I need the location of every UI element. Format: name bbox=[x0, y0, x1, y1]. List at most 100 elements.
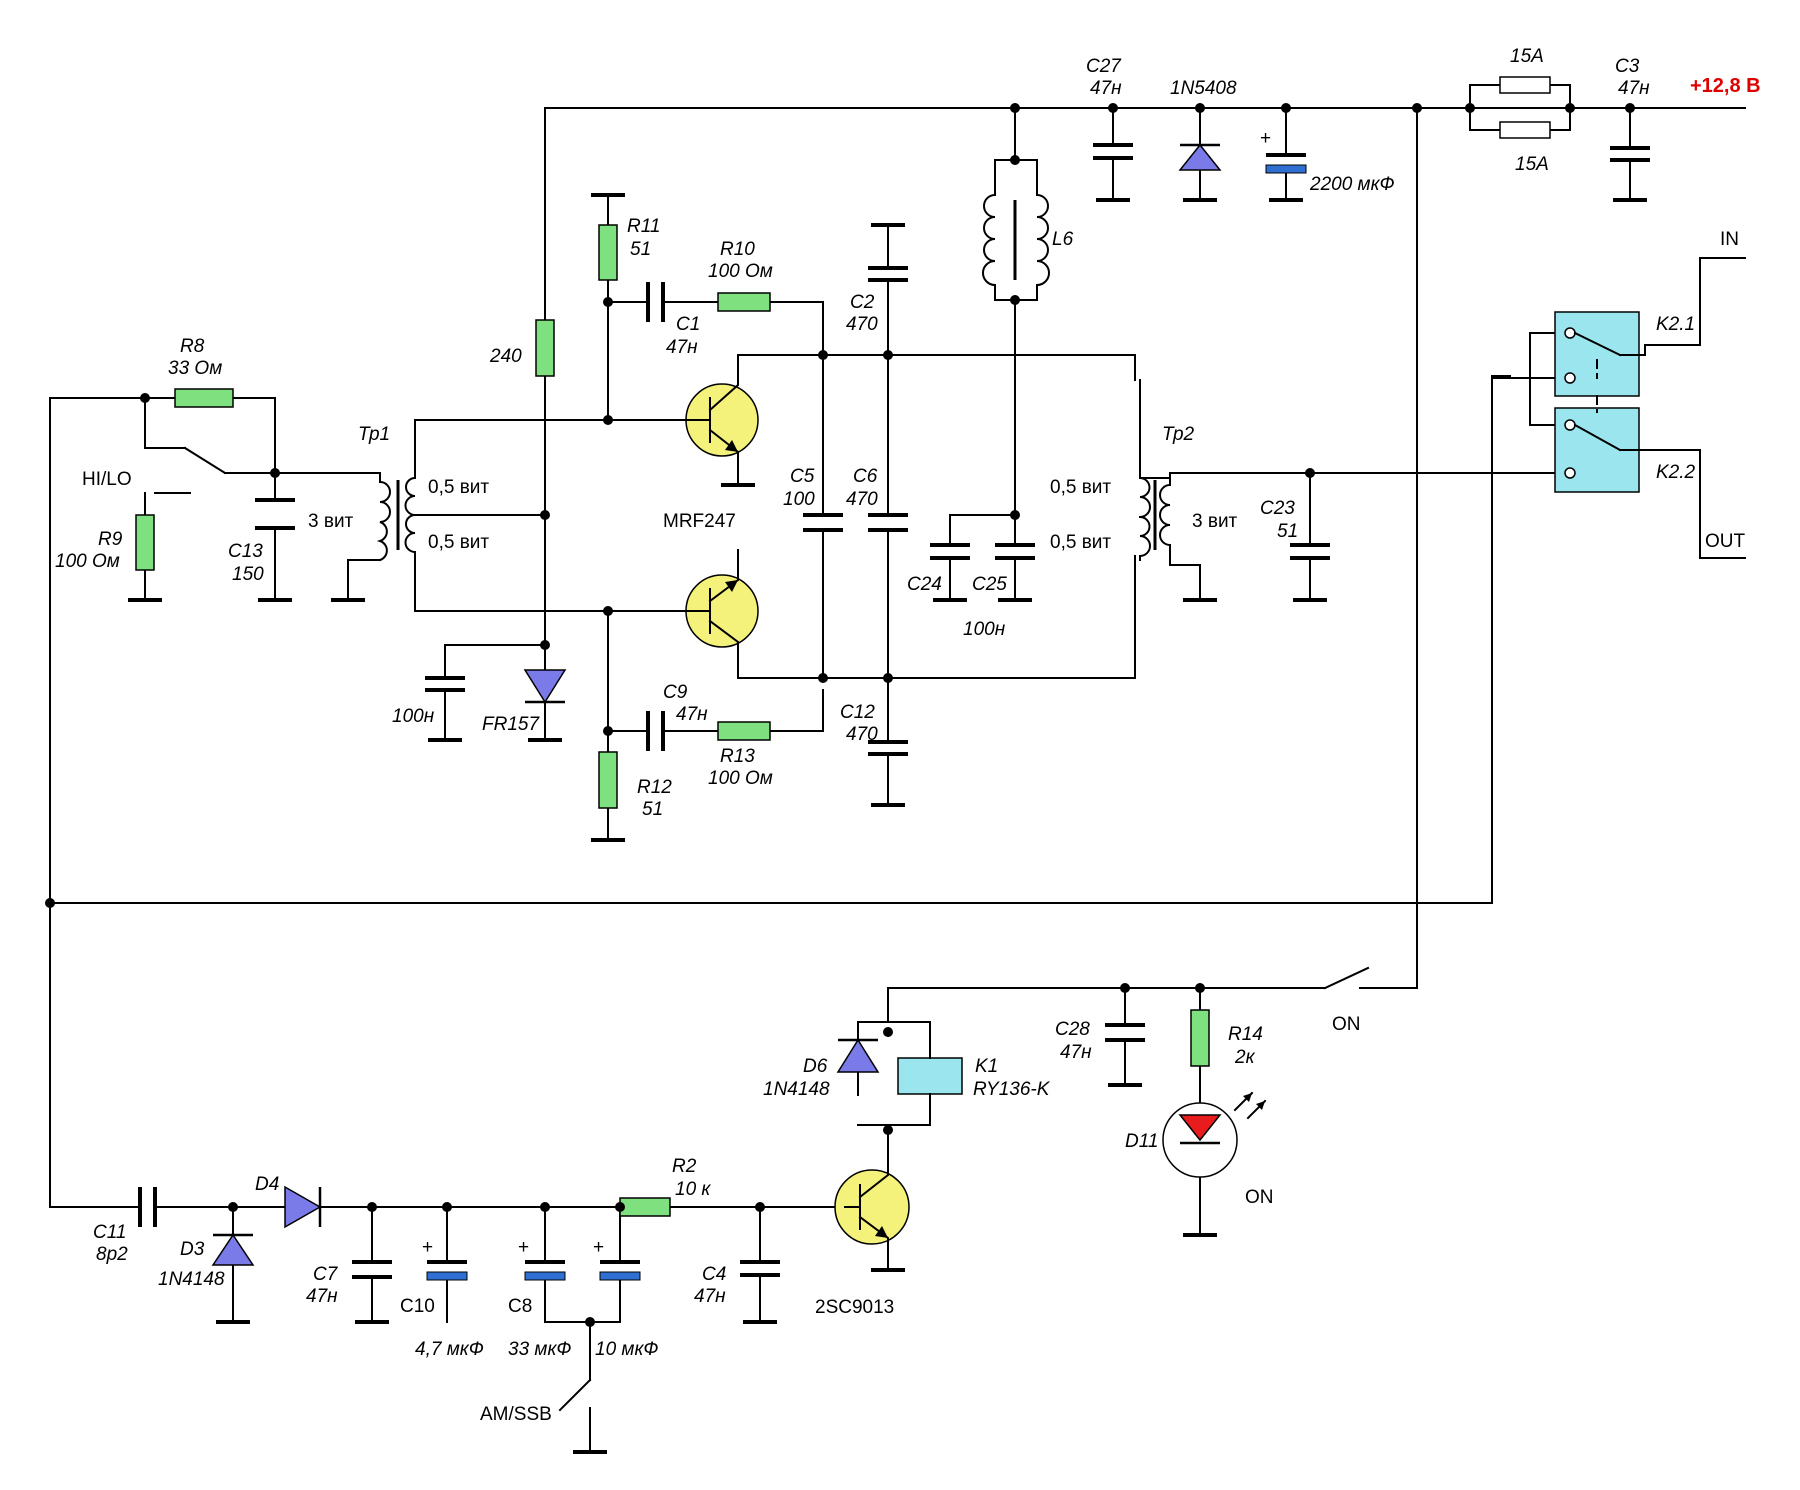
capacitor-c28 bbox=[1105, 1023, 1145, 1042]
tp2-prim2: 0,5 вит bbox=[1050, 532, 1111, 553]
r13-name: R13 bbox=[720, 746, 755, 767]
resistor-r12 bbox=[598, 751, 618, 809]
r13-value: 100 Ом bbox=[708, 768, 773, 789]
fuse-bottom bbox=[1499, 121, 1551, 139]
resistor-240 bbox=[535, 319, 555, 377]
resistor-r13 bbox=[717, 721, 771, 741]
r2-value: 10 к bbox=[675, 1179, 711, 1200]
hilo-label: HI/LO bbox=[82, 469, 132, 490]
fuse-top bbox=[1499, 76, 1551, 94]
amssb-label: AM/SSB bbox=[480, 1404, 552, 1425]
r8-value: 33 Ом bbox=[168, 358, 222, 379]
tp1-primary-coil bbox=[376, 480, 391, 562]
l6-name: L6 bbox=[1052, 229, 1074, 250]
c4-value: 47н bbox=[694, 1286, 726, 1307]
capacitor-c6 bbox=[868, 513, 908, 532]
transistor-mrf247-top bbox=[679, 354, 759, 486]
r12-name: R12 bbox=[637, 777, 672, 798]
tp1-sec1: 0,5 вит bbox=[428, 477, 489, 498]
c23-name: C23 bbox=[1260, 498, 1295, 519]
c11-name: C11 bbox=[93, 1222, 126, 1243]
capacitor-c2 bbox=[868, 266, 908, 282]
c6-value: 470 bbox=[846, 489, 878, 510]
c8-plus: + bbox=[518, 1237, 529, 1258]
c10uf-value: 10 мкФ bbox=[595, 1339, 659, 1360]
r9-value: 100 Ом bbox=[55, 551, 120, 572]
k1-name: K1 bbox=[975, 1056, 998, 1077]
capacitor-10uf bbox=[599, 1260, 641, 1281]
inductor-l6-b bbox=[1035, 193, 1050, 287]
out-label: OUT bbox=[1705, 531, 1746, 552]
c24-25-value: 100н bbox=[963, 619, 1006, 640]
transistors bbox=[679, 354, 910, 1271]
c2-value: 470 bbox=[846, 314, 878, 335]
relays bbox=[897, 311, 1646, 1099]
r14-name: R14 bbox=[1228, 1024, 1263, 1045]
k22-name: K2.2 bbox=[1656, 462, 1696, 483]
tp1-prim: 3 вит bbox=[308, 511, 354, 532]
c10uf-plus: + bbox=[593, 1237, 604, 1258]
c7-value: 47н bbox=[306, 1286, 338, 1307]
c-elec-big-plus: + bbox=[1260, 128, 1271, 149]
q-sw-value: 2SC9013 bbox=[815, 1297, 894, 1318]
d4-name: D4 bbox=[255, 1174, 279, 1195]
capacitor-c-bias bbox=[425, 676, 465, 692]
diodes bbox=[211, 143, 1267, 1266]
d6-value: 1N4148 bbox=[763, 1079, 830, 1100]
d3-name: D3 bbox=[180, 1239, 205, 1260]
c12-name: C12 bbox=[840, 702, 875, 723]
capacitor-c7 bbox=[352, 1260, 392, 1279]
r10-name: R10 bbox=[720, 239, 755, 260]
wires bbox=[49, 84, 1746, 1453]
r14-value: 2к bbox=[1234, 1047, 1256, 1068]
c-elec-big-value: 2200 мкФ bbox=[1309, 174, 1395, 195]
relay-k1 bbox=[897, 1057, 963, 1095]
diode-fr157 bbox=[523, 669, 567, 704]
fuse-top-value: 15A bbox=[1510, 46, 1544, 67]
c1-value: 47н bbox=[666, 337, 698, 358]
diode-d3 bbox=[211, 1233, 255, 1266]
c28-name: C28 bbox=[1055, 1019, 1090, 1040]
c5-value: 100 bbox=[783, 489, 815, 510]
d11-name: D11 bbox=[1125, 1131, 1158, 1152]
c6-name: C6 bbox=[853, 466, 878, 487]
on-switch-label: ON bbox=[1332, 1014, 1361, 1035]
diode-d4 bbox=[284, 1185, 322, 1229]
fuses bbox=[1499, 76, 1551, 139]
capacitors bbox=[138, 143, 1650, 1279]
r12-value: 51 bbox=[642, 799, 663, 820]
c10-name: C10 bbox=[400, 1296, 435, 1317]
fuse-bottom-value: 15A bbox=[1515, 154, 1549, 175]
k1-value: RY136-K bbox=[973, 1079, 1051, 1100]
capacitor-c13 bbox=[255, 498, 295, 530]
c27-name: C27 bbox=[1086, 56, 1122, 77]
relay-k2-1 bbox=[1554, 311, 1646, 397]
c9-value: 47н bbox=[676, 704, 708, 725]
c25-name: C25 bbox=[972, 574, 1007, 595]
c3-value: 47н bbox=[1618, 78, 1650, 99]
resistor-r14 bbox=[1190, 1009, 1210, 1067]
c28-value: 47н bbox=[1060, 1042, 1092, 1063]
diode-1n5408 bbox=[1178, 143, 1222, 171]
resistor-r11 bbox=[598, 224, 618, 281]
resistor-r9 bbox=[135, 514, 155, 571]
c5-name: C5 bbox=[790, 466, 815, 487]
c24-name: C24 bbox=[907, 574, 942, 595]
c2-name: C2 bbox=[850, 292, 875, 313]
transistor-2sc9013 bbox=[834, 1159, 910, 1271]
r10-value: 100 Ом bbox=[708, 261, 773, 282]
r8-name: R8 bbox=[180, 336, 205, 357]
c12-value: 470 bbox=[846, 724, 878, 745]
on-led-label: ON bbox=[1245, 1187, 1274, 1208]
capacitor-c11 bbox=[138, 1187, 157, 1227]
c10-value: 4,7 мкФ bbox=[415, 1339, 484, 1360]
inductor-l6-a bbox=[982, 193, 997, 287]
capacitor-c8 bbox=[524, 1260, 566, 1281]
in-label: IN bbox=[1720, 229, 1739, 250]
c27-value: 47н bbox=[1090, 78, 1122, 99]
capacitor-c23 bbox=[1290, 543, 1330, 560]
c23-value: 51 bbox=[1277, 521, 1298, 542]
capacitor-c3 bbox=[1610, 146, 1650, 162]
tp2-sec: 3 вит bbox=[1192, 511, 1238, 532]
